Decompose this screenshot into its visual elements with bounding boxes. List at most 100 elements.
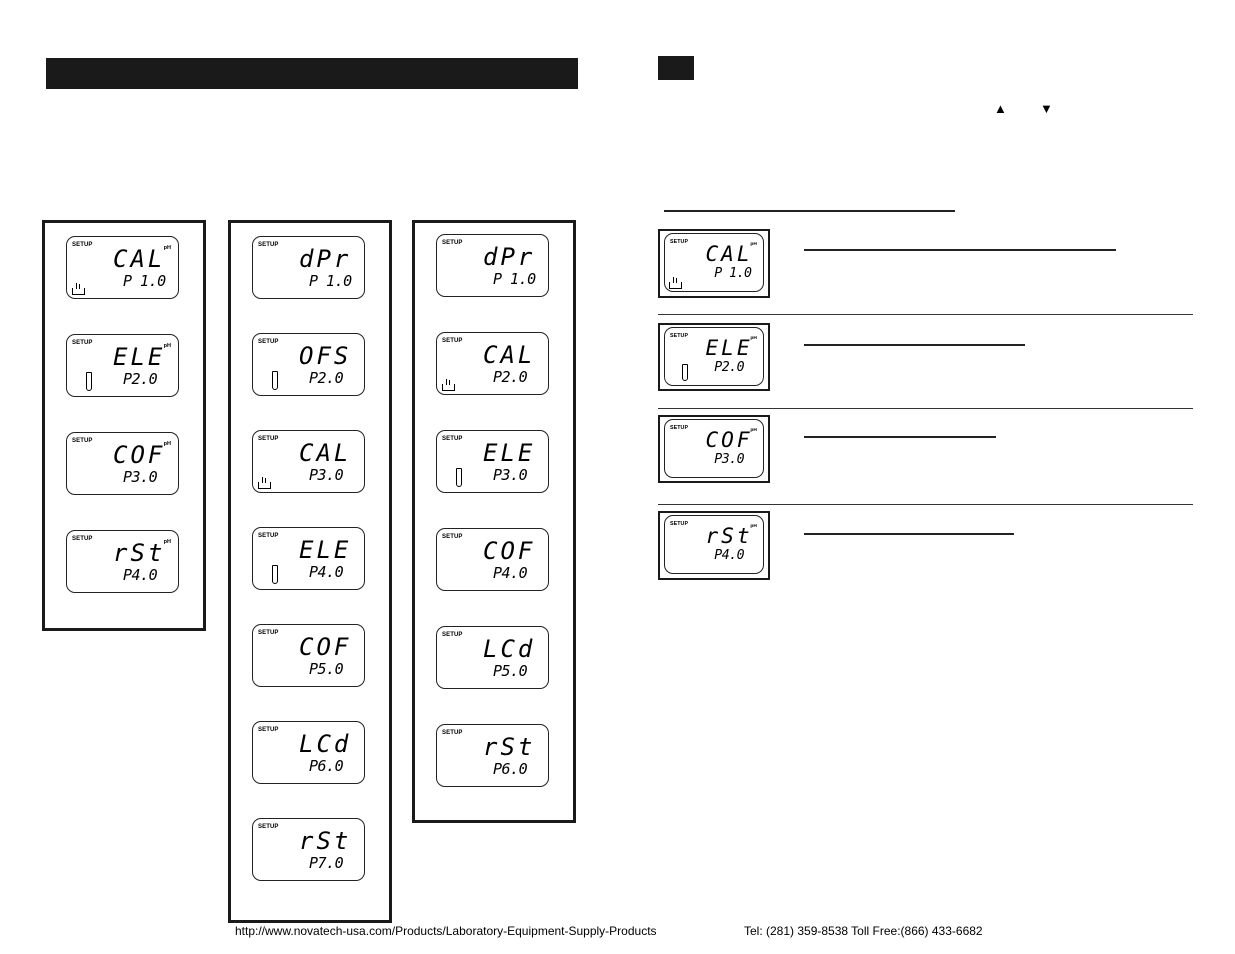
lcd-parameter-code: P4.0 bbox=[123, 566, 158, 584]
setup-label: SETUP bbox=[670, 239, 689, 245]
ph-indicator: pH bbox=[163, 343, 171, 349]
setup-label: SETUP bbox=[442, 730, 463, 736]
lcd-menu-word: ELE bbox=[705, 334, 753, 360]
lcd-menu-word: ELE bbox=[483, 439, 536, 467]
setup-label: SETUP bbox=[258, 242, 279, 248]
electrode-probe-icon bbox=[456, 468, 462, 487]
lcd-menu-word: CAL bbox=[705, 240, 753, 266]
lcd-menu-word: COF bbox=[705, 426, 753, 452]
setup-label: SETUP bbox=[442, 436, 463, 442]
lcd-menu-word: COF bbox=[299, 633, 352, 661]
ph-indicator: pH bbox=[750, 242, 757, 247]
description-underline-4 bbox=[804, 533, 1014, 535]
lcd-menu-word: rSt bbox=[113, 539, 166, 567]
ph-indicator: pH bbox=[163, 539, 171, 545]
lcd-parameter-code: P4.0 bbox=[309, 563, 344, 581]
separator-3 bbox=[658, 504, 1193, 505]
setup-label: SETUP bbox=[72, 242, 93, 248]
beaker-icon bbox=[669, 277, 683, 290]
lcd-parameter-code: P2.0 bbox=[309, 369, 344, 387]
right-screen-frame-1 bbox=[658, 229, 770, 298]
section-tab-marker bbox=[658, 56, 694, 80]
right-screen-frame-4 bbox=[658, 511, 770, 580]
electrode-probe-icon bbox=[86, 372, 92, 391]
lcd-menu-word: COF bbox=[113, 441, 166, 469]
beaker-icon bbox=[72, 283, 85, 295]
setup-label: SETUP bbox=[442, 534, 463, 540]
lcd-parameter-code: P 1.0 bbox=[123, 272, 166, 290]
ph-indicator: pH bbox=[163, 245, 171, 251]
menu-column-3 bbox=[412, 220, 576, 823]
lcd-parameter-code: P6.0 bbox=[309, 757, 344, 775]
lcd-menu-word: LCd bbox=[299, 730, 352, 758]
setup-label: SETUP bbox=[258, 436, 279, 442]
setup-label: SETUP bbox=[258, 630, 279, 636]
menu-column-2 bbox=[228, 220, 392, 923]
setup-label: SETUP bbox=[258, 533, 279, 539]
description-underline-2 bbox=[804, 344, 1025, 346]
footer-url[interactable]: http://www.novatech-usa.com/Products/Lab… bbox=[235, 924, 657, 938]
lcd-menu-word: rSt bbox=[483, 733, 536, 761]
right-screen-frame-2 bbox=[658, 323, 770, 391]
lcd-parameter-code: P7.0 bbox=[309, 854, 344, 872]
lcd-parameter-code: P3.0 bbox=[123, 468, 158, 486]
subheading-underline bbox=[664, 210, 955, 212]
right-screen-frame-3 bbox=[658, 415, 770, 483]
beaker-icon bbox=[258, 477, 271, 489]
electrode-probe-icon bbox=[272, 565, 278, 584]
lcd-menu-word: LCd bbox=[483, 635, 536, 663]
lcd-parameter-code: P2.0 bbox=[123, 370, 158, 388]
up-arrow-icon: ▲ bbox=[994, 101, 1007, 116]
setup-label: SETUP bbox=[670, 521, 689, 527]
lcd-menu-word: CAL bbox=[299, 439, 352, 467]
setup-label: SETUP bbox=[442, 338, 463, 344]
lcd-parameter-code: P2.0 bbox=[714, 359, 745, 375]
down-arrow-icon: ▼ bbox=[1040, 101, 1053, 116]
lcd-menu-word: rSt bbox=[299, 827, 352, 855]
lcd-menu-word: CAL bbox=[483, 341, 536, 369]
lcd-parameter-code: P4.0 bbox=[714, 547, 745, 563]
lcd-parameter-code: P 1.0 bbox=[309, 272, 352, 290]
lcd-parameter-code: P4.0 bbox=[493, 564, 528, 582]
lcd-parameter-code: P6.0 bbox=[493, 760, 528, 778]
lcd-menu-word: CAL bbox=[113, 245, 166, 273]
footer-phone: Tel: (281) 359-8538 Toll Free:(866) 433-… bbox=[744, 924, 983, 938]
setup-label: SETUP bbox=[72, 340, 93, 346]
separator-1 bbox=[658, 314, 1193, 315]
setup-label: SETUP bbox=[442, 632, 463, 638]
lcd-menu-word: OFS bbox=[299, 342, 352, 370]
lcd-parameter-code: P3.0 bbox=[309, 466, 344, 484]
ph-indicator: pH bbox=[750, 428, 757, 433]
lcd-menu-word: ELE bbox=[299, 536, 352, 564]
setup-label: SETUP bbox=[670, 333, 689, 339]
electrode-probe-icon bbox=[272, 371, 278, 390]
lcd-menu-word: dPr bbox=[299, 245, 352, 273]
setup-label: SETUP bbox=[258, 339, 279, 345]
ph-indicator: pH bbox=[750, 336, 757, 341]
setup-label: SETUP bbox=[442, 240, 463, 246]
setup-label: SETUP bbox=[258, 727, 279, 733]
lcd-parameter-code: P2.0 bbox=[493, 368, 528, 386]
description-underline-1 bbox=[804, 249, 1116, 251]
separator-2 bbox=[658, 408, 1193, 409]
lcd-parameter-code: P5.0 bbox=[493, 662, 528, 680]
beaker-icon bbox=[442, 379, 455, 391]
menu-column-1 bbox=[42, 220, 206, 631]
